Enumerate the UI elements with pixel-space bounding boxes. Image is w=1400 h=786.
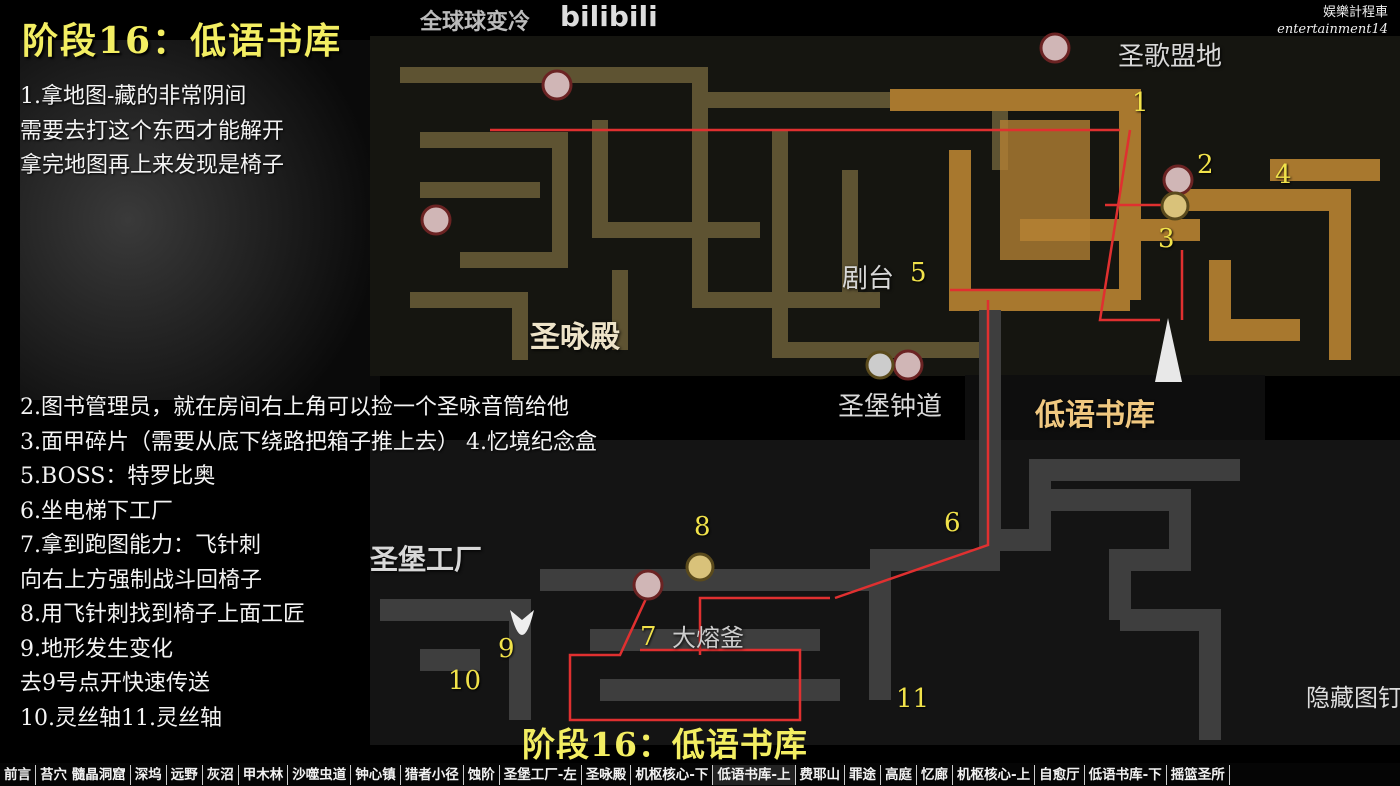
- chapter-nav-item[interactable]: 低语书库-上: [713, 764, 796, 785]
- player-marker-icon: [1155, 318, 1182, 382]
- chapter-nav-item[interactable]: 摇篮圣所: [1167, 764, 1230, 785]
- chapter-nav-item[interactable]: 罪途: [845, 764, 882, 785]
- note-line: 5.BOSS：特罗比奥: [20, 464, 216, 489]
- note-line: 向右上方强制战斗回椅子: [20, 567, 263, 593]
- place-shengyong: 圣咏殿: [530, 320, 620, 355]
- marker-5: 5: [910, 258, 927, 288]
- marker-10: 10: [448, 666, 482, 696]
- chapter-nav-item[interactable]: 远野: [167, 764, 203, 785]
- chapter-nav-item[interactable]: 苔穴 髓晶洞窟: [36, 764, 131, 785]
- note-line: 需要去打这个东西才能解开: [20, 118, 285, 144]
- marker-9: 9: [498, 634, 515, 664]
- chapter-nav-item[interactable]: 机枢核心-下: [631, 764, 714, 785]
- chapter-nav-item[interactable]: 圣咏殿: [582, 764, 632, 785]
- background-art: [20, 40, 380, 400]
- page-title: 阶段16：低语书库: [22, 20, 343, 62]
- note-line: 10.灵丝轴11.灵丝轴: [20, 705, 222, 731]
- hornet-icon: [510, 610, 534, 635]
- note-line: 1.拿地图-藏的非常阴间: [20, 84, 247, 109]
- chapter-nav-item[interactable]: 深坞: [131, 764, 167, 785]
- chapter-nav-bar: 前言苔穴 髓晶洞窟深坞远野灰沼甲木林沙噬虫道钟心镇猎者小径蚀阶圣堡工厂-左圣咏殿…: [0, 763, 1400, 786]
- note-line: 7.拿到跑图能力：飞针刺: [20, 533, 261, 558]
- note-line: 2.图书管理员，就在房间右上角可以捡一个圣咏音筒给他: [20, 395, 569, 420]
- marker-2: 2: [1197, 150, 1214, 180]
- chapter-nav-item[interactable]: 圣堡工厂-左: [500, 764, 582, 785]
- place-zhongdao: 圣堡钟道: [838, 392, 943, 422]
- chapter-nav-item[interactable]: 蚀阶: [464, 764, 500, 785]
- marker-8: 8: [694, 512, 711, 542]
- notes-bottom: 2.图书管理员，就在房间右上角可以捡一个圣咏音筒给他 3.面甲碎片（需要从底下绕…: [20, 391, 597, 736]
- bottom-title: 阶段16：低语书库: [522, 725, 808, 764]
- place-juchang: 剧台: [842, 264, 895, 294]
- notes-top: 1.拿地图-藏的非常阴间 需要去打这个东西才能解开 拿完地图再上来发现是椅子: [20, 80, 284, 184]
- chapter-nav-item[interactable]: 费耶山: [796, 764, 846, 785]
- note-line: 9.地形发生变化: [20, 636, 173, 662]
- chapter-nav-item[interactable]: 甲木林: [239, 764, 289, 785]
- place-rongfu: 大熔釜: [672, 624, 744, 652]
- marker-1: 1: [1132, 88, 1149, 118]
- note-line: 去9号点开快速传送: [20, 671, 210, 696]
- place-gongchang: 圣堡工厂: [370, 543, 483, 576]
- chapter-nav-item[interactable]: 前言: [0, 764, 36, 785]
- chapter-nav-item[interactable]: 机枢核心-上: [953, 764, 1036, 785]
- place-shengge: 圣歌盟地: [1118, 42, 1223, 72]
- chapter-nav-item[interactable]: 忆廊: [917, 764, 954, 785]
- note-line: 3.面甲碎片（需要从底下绕路把箱子推上去） 4.忆境纪念盒: [20, 429, 597, 455]
- corner-logo-line1: 娱樂計程車: [1322, 5, 1388, 20]
- chapter-nav-item[interactable]: 灰沼: [203, 764, 239, 785]
- marker-7: 7: [640, 622, 657, 652]
- chapter-nav-item[interactable]: 沙噬虫道: [288, 764, 352, 785]
- note-line: 8.用飞针刺找到椅子上面工匠: [20, 602, 305, 627]
- watermark: 全球球变冷: [420, 10, 531, 35]
- marker-6: 6: [944, 508, 961, 538]
- chapter-nav-item[interactable]: 猎者小径: [401, 764, 464, 785]
- corner-logo-line2: entertainment14: [1277, 22, 1388, 37]
- place-hidden: 隐藏图钉: [1306, 684, 1400, 712]
- lower-corridors: [380, 310, 1240, 740]
- memento-icons: [685, 191, 1190, 582]
- route-lines: [490, 128, 1184, 722]
- chapter-nav-item[interactable]: 自愈厅: [1035, 764, 1085, 785]
- bench-icons: [420, 32, 1194, 601]
- marker-11: 11: [896, 684, 930, 714]
- chapter-nav-item[interactable]: 钟心镇: [351, 764, 401, 785]
- chapter-nav-item[interactable]: 高庭: [881, 764, 918, 785]
- bilibili-logo: bilibili: [560, 0, 658, 33]
- marker-4: 4: [1275, 160, 1292, 190]
- place-diyu: 低语书库: [1035, 398, 1155, 433]
- note-line: 拿完地图再上来发现是椅子: [20, 153, 285, 178]
- marker-3: 3: [1158, 224, 1175, 254]
- library-corridors: [890, 89, 1380, 360]
- corner-logo: 娱樂計程車 entertainment14: [1277, 4, 1388, 38]
- chapter-nav-item[interactable]: 低语书库-下: [1085, 764, 1167, 785]
- note-line: 6.坐电梯下工厂: [20, 498, 173, 524]
